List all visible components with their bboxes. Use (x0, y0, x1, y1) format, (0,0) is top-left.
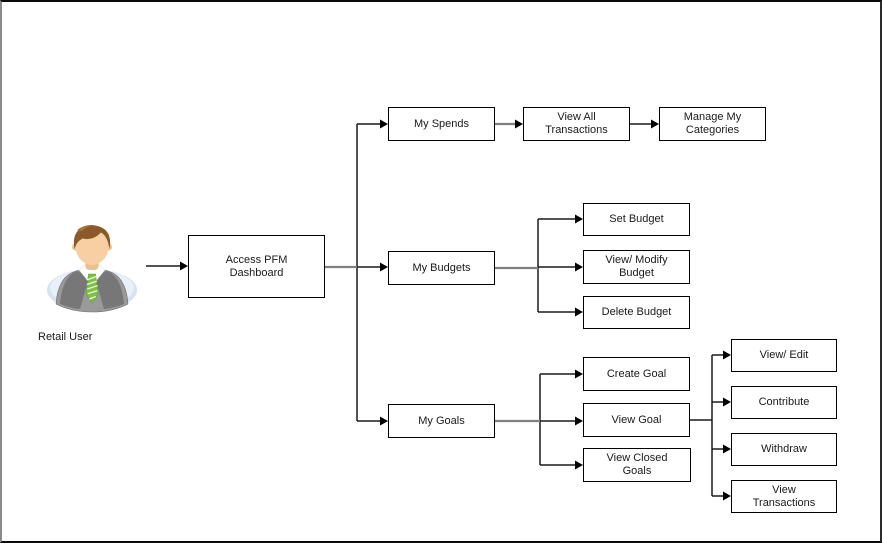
arrowhead-view-goal-icon (575, 416, 583, 426)
node-my-spends: My Spends (388, 107, 495, 141)
arrowhead-withdraw-icon (723, 444, 731, 454)
arrowhead-view-modify-icon (575, 262, 583, 272)
arrowhead-delete-budget-icon (575, 307, 583, 317)
node-view-transactions: View Transactions (731, 480, 837, 513)
arrowhead-manage-icon (651, 119, 659, 129)
arrowhead-contribute-icon (723, 397, 731, 407)
arrowhead-set-budget-icon (575, 214, 583, 224)
arrowhead-my-goals-icon (380, 416, 388, 426)
node-contribute: Contribute (731, 386, 837, 419)
node-view-all-transactions: View All Transactions (523, 107, 630, 141)
node-view-edit: View/ Edit (731, 339, 837, 372)
arrowhead-view-edit-icon (723, 350, 731, 360)
node-view-goal: View Goal (583, 403, 690, 437)
arrowhead-my-budgets-icon (380, 262, 388, 272)
node-manage-my-categories: Manage My Categories (659, 107, 766, 141)
node-withdraw: Withdraw (731, 433, 837, 466)
actor-label: Retail User (38, 331, 93, 343)
arrowhead-vat-icon (515, 119, 523, 129)
arrowhead-create-goal-icon (575, 369, 583, 379)
node-create-goal: Create Goal (583, 357, 690, 391)
node-my-budgets: My Budgets (388, 251, 495, 285)
node-view-closed-goals: View Closed Goals (583, 448, 691, 482)
arrowhead-view-closed-icon (575, 460, 583, 470)
node-my-goals: My Goals (388, 404, 495, 438)
node-delete-budget: Delete Budget (583, 296, 690, 329)
node-access-pfm-dashboard: Access PFM Dashboard (188, 235, 325, 298)
arrowhead-my-spends-icon (380, 119, 388, 129)
node-view-modify-budget: View/ Modify Budget (583, 250, 690, 284)
node-set-budget: Set Budget (583, 203, 690, 236)
arrowhead-view-trans-icon (723, 491, 731, 501)
retail-user-avatar-icon (47, 224, 137, 313)
arrowhead-dashboard-icon (180, 261, 188, 271)
